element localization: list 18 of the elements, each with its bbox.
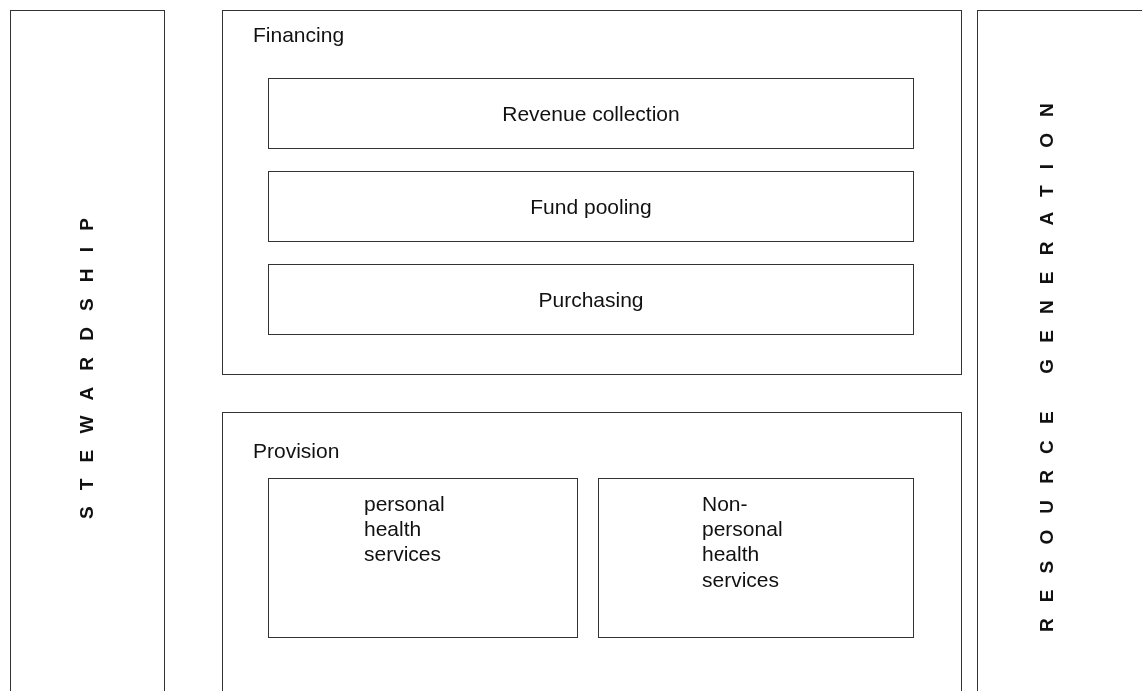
- group-title: Financing: [253, 23, 345, 47]
- box-label: Fund pooling: [530, 193, 652, 220]
- group-title: Provision: [253, 439, 340, 463]
- process-box: [268, 78, 914, 149]
- vertical-label: RESOURCE GENERATION: [1035, 87, 1058, 633]
- box-label: Purchasing: [538, 286, 644, 313]
- group-panel: [222, 412, 962, 691]
- process-box: [268, 264, 914, 335]
- side-panel: [977, 10, 1142, 691]
- group-panel: [222, 10, 962, 375]
- side-panel: [10, 10, 165, 691]
- box-label: personal health services: [364, 491, 446, 567]
- process-box: [268, 171, 914, 242]
- process-box: [268, 478, 578, 638]
- box-label: Non-personal health services: [702, 491, 784, 592]
- box-label: Revenue collection: [502, 100, 680, 127]
- process-box: [598, 478, 914, 638]
- vertical-label: STEWARDSHIP: [75, 201, 99, 519]
